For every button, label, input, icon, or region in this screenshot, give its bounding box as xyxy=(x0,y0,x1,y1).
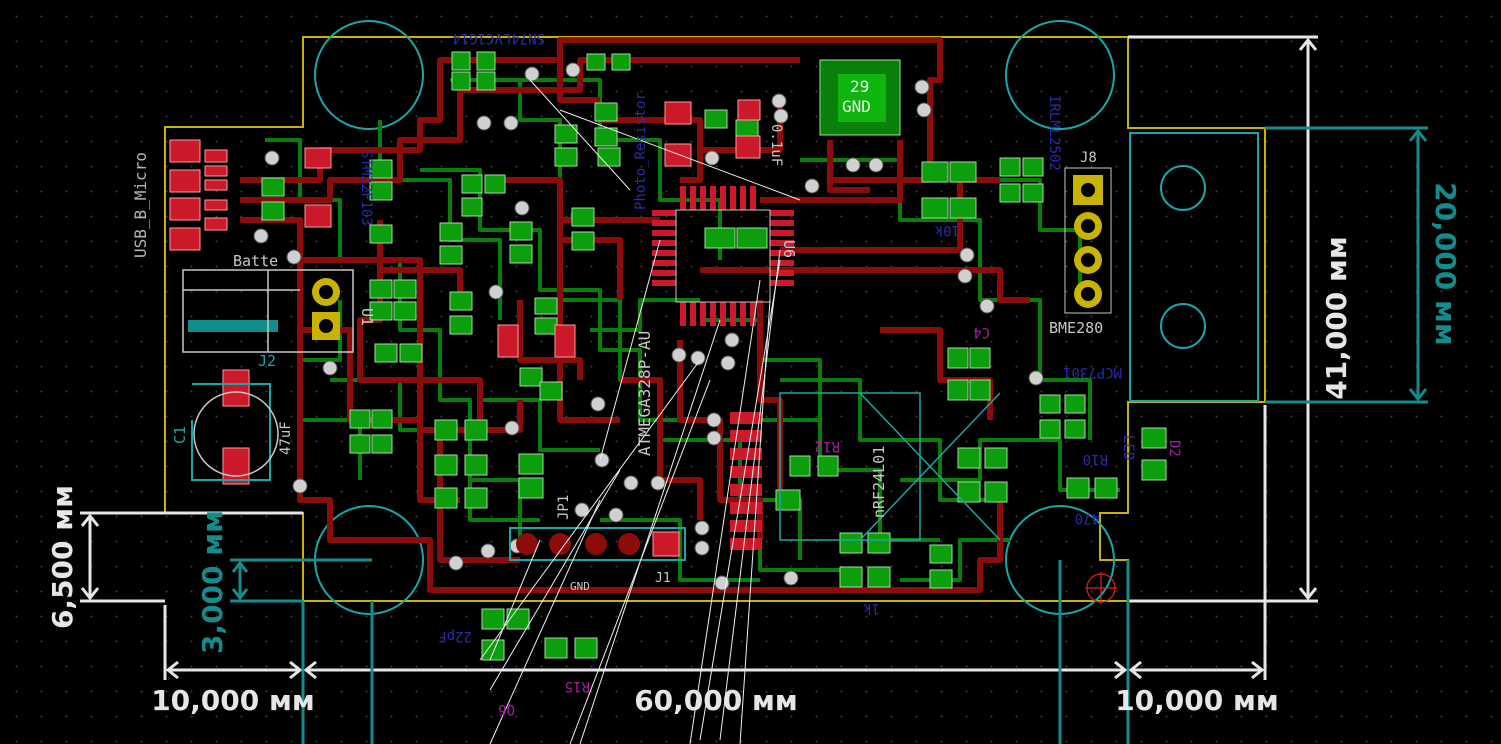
label-stm: STM32F103 xyxy=(358,150,374,226)
smd-pads xyxy=(261,51,1167,661)
label-sn74: SN74LVC1G14 xyxy=(452,30,545,46)
label-d2: D2 xyxy=(1166,440,1182,457)
label-q6: Q6 xyxy=(498,701,515,717)
label-led: LED xyxy=(1120,435,1136,460)
terminal-block xyxy=(1129,132,1259,402)
dim-right-20: 20,000 мм xyxy=(1429,182,1462,346)
label-1k: 1k xyxy=(863,600,880,616)
j1-header xyxy=(509,527,686,561)
label-r12: R12 xyxy=(815,438,840,454)
label-22pf: 22pF xyxy=(438,628,472,644)
label-j1: J1 xyxy=(655,571,671,586)
bottom-copper-traces xyxy=(265,78,1120,590)
label-47uf: 47uF xyxy=(278,421,294,455)
label-c4: C4 xyxy=(973,324,990,340)
through-hole-pads xyxy=(312,167,1112,340)
label-photo: Photo_Resistor xyxy=(633,92,649,210)
label-bme280: BME280 xyxy=(1049,319,1103,337)
dimension-lines xyxy=(80,35,1318,680)
mcu-pads xyxy=(652,186,794,326)
label-r10: R10 xyxy=(1083,451,1108,467)
dim-left-3: 3,000 мм xyxy=(196,510,229,654)
vias xyxy=(253,62,1044,591)
label-jp1: JP1 xyxy=(556,495,572,520)
label-mcp: MCP7301 xyxy=(1063,364,1122,380)
label-usb: USB_B_Micro xyxy=(131,152,150,258)
label-u6: U6 xyxy=(780,240,798,258)
mcu-outline xyxy=(675,209,771,303)
label-j2: J2 xyxy=(258,352,276,370)
dim-bottom-mid: 60,000 мм xyxy=(634,684,798,717)
dim-bottom-right: 10,000 мм xyxy=(1115,684,1279,717)
label-battery: Batte xyxy=(233,252,278,270)
label-j8: J8 xyxy=(1080,150,1097,166)
battery-holder xyxy=(182,269,354,353)
nrf-module xyxy=(779,392,1001,541)
teal-dimension-lines xyxy=(230,126,1428,744)
label-r15: R15 xyxy=(565,678,590,694)
label-nrf: nRF24L01 xyxy=(870,446,888,518)
label-10k: 10k xyxy=(934,222,960,238)
board-outline xyxy=(164,36,1266,602)
dim-right-41: 41,000 мм xyxy=(1320,236,1353,400)
dim-left-6-5: 6,500 мм xyxy=(46,485,79,629)
dim-bottom-left: 10,000 мм xyxy=(151,684,315,717)
label-470: 470 xyxy=(1075,510,1100,526)
label-pad-gnd: GND xyxy=(842,97,871,116)
label-c1: C1 xyxy=(171,426,189,444)
origin-marker-icon xyxy=(1085,572,1117,604)
supercap-c1 xyxy=(191,383,279,481)
label-mcu: ATMEGA328P-AU xyxy=(635,331,654,456)
label-gnd: GND xyxy=(570,580,590,593)
top-pads xyxy=(169,99,761,557)
label-irlml: IRLML2502 xyxy=(1046,95,1062,171)
pad-29-box xyxy=(838,74,886,122)
label-0-1uf: 0.1uF xyxy=(768,124,784,166)
label-29: 29 xyxy=(850,77,869,96)
label-u1: U1 xyxy=(358,308,376,326)
